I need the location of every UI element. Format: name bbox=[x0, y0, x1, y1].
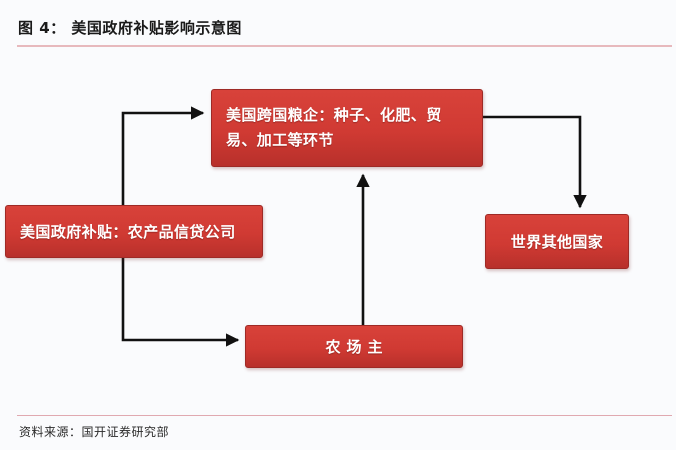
node-government-subsidy-label: 美国政府补贴：农产品信贷公司 bbox=[20, 222, 236, 241]
node-farmer-label: 农场主 bbox=[325, 337, 389, 356]
node-agribusiness-label: 美国跨国粮企：种子、化肥、贸易、加工等环节 bbox=[226, 106, 442, 149]
node-agribusiness[interactable]: 美国跨国粮企：种子、化肥、贸易、加工等环节 bbox=[211, 89, 483, 167]
node-other-countries[interactable]: 世界其他国家 bbox=[485, 214, 629, 269]
footer-divider bbox=[17, 415, 672, 416]
node-government-subsidy[interactable]: 美国政府补贴：农产品信贷公司 bbox=[5, 205, 263, 258]
source-note: 资料来源：国开证券研究部 bbox=[19, 425, 170, 439]
page-title: 图 4： 美国政府补贴影响示意图 bbox=[18, 19, 242, 37]
title-divider bbox=[17, 45, 672, 47]
node-farmer[interactable]: 农场主 bbox=[245, 325, 463, 368]
node-other-countries-label: 世界其他国家 bbox=[510, 232, 604, 251]
